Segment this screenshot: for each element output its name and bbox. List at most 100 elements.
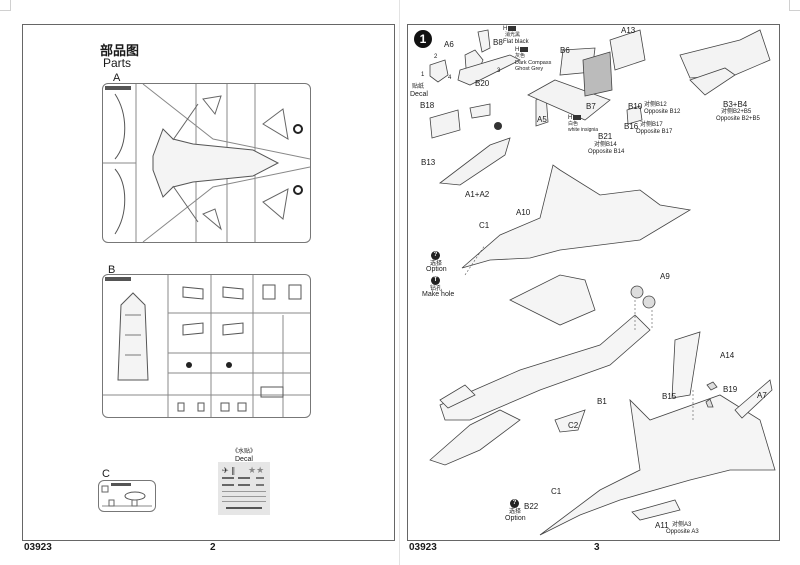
page-corner-mark [0, 0, 11, 11]
wheel [494, 122, 502, 130]
part-label-a11: A11 [655, 521, 669, 530]
sprue-b-drawing [103, 275, 310, 417]
paint-swatch [508, 26, 517, 31]
paint-flat-black: H [503, 26, 517, 33]
part-label-a13: A13 [621, 26, 636, 35]
part-label-b20: B20 [475, 79, 490, 88]
page-number: 3 [594, 542, 600, 553]
part-label-a7: A7 [757, 391, 767, 400]
console-b7 [582, 51, 613, 97]
part-label-c1-top: C1 [479, 221, 490, 230]
part-label-a5: A5 [537, 115, 547, 124]
part-label-a1a2: A1+A2 [465, 190, 490, 199]
substep-1: 1 [421, 72, 425, 78]
b21-opposite-cn: 对侧B14 [594, 142, 617, 148]
part-label-b7: B7 [586, 102, 596, 111]
b10-opposite-cn: 对侧B12 [644, 102, 667, 108]
make-hole-label-cn: 钻孔 [430, 286, 443, 292]
canopy-c2 [554, 409, 586, 433]
substep-3: 3 [497, 68, 501, 74]
sprue-b [102, 274, 311, 418]
part-label-c1-bottom: C1 [551, 487, 562, 496]
part-label-a10: A10 [516, 208, 531, 217]
paint-code: H [515, 47, 520, 54]
sprue-c-label: C [102, 468, 110, 480]
b16-opposite-en: Opposite B17 [636, 129, 673, 135]
paint-code: H [503, 26, 508, 33]
svg-text:★★: ★★ [248, 466, 264, 476]
paint-flat-black-cn: 消光黑 [505, 32, 521, 38]
paint-grey-cn: 灰色 [515, 53, 526, 59]
product-code: 03923 [24, 542, 52, 553]
sprue-a-drawing [103, 83, 311, 243]
parts-page: 部品图 Parts A B [0, 0, 400, 565]
paint-swatch [520, 47, 529, 52]
ventral-fin-a11 [631, 499, 681, 521]
option-icon: ? [431, 251, 440, 260]
option-icon: ? [510, 499, 519, 508]
parts-title-cn: 部品图 [100, 43, 140, 58]
upper-fuselage-a10 [461, 164, 692, 269]
exhaust-nozzle-a9 [630, 285, 644, 299]
b3b4-opposite-cn: 对侧B2+B5 [721, 109, 752, 115]
decal-label-en: Decal [235, 456, 253, 463]
part-label-b16: B16 [624, 122, 639, 131]
product-code: 03923 [409, 542, 437, 553]
part-label-c2: C2 [568, 421, 579, 430]
paint-swatch [573, 115, 582, 120]
lower-fuselage-b1 [439, 314, 651, 421]
part-label-a14: A14 [720, 351, 735, 360]
decal-label-cn: 《水贴》 [232, 449, 257, 455]
seat-sub-part-1 [429, 59, 449, 83]
option-label-cn: 选择 [509, 509, 522, 515]
part-label-b1: B1 [597, 397, 607, 406]
sprue-a [102, 83, 311, 243]
sprue-c [98, 480, 156, 512]
part-label-b15: B15 [662, 392, 677, 401]
paint-flat-black-en: Flat black [503, 39, 529, 45]
decal-callout-cn: 贴纸 [412, 84, 425, 90]
b10-opposite-en: Opposite B12 [644, 109, 681, 115]
nose-section [429, 409, 521, 466]
part-label-a9: A9 [660, 272, 670, 281]
paint-white-insignia: H [568, 115, 582, 122]
part-label-b8: B8 [493, 38, 503, 47]
page-corner-mark [789, 0, 800, 11]
completed-fuselage [539, 394, 776, 536]
part-label-b21: B21 [598, 132, 613, 141]
paint-dark-compass-ghost-grey: H [515, 47, 529, 54]
part-label-b13: B13 [421, 158, 436, 167]
part-label-b6: B6 [560, 46, 570, 55]
exhaust-nozzle-a9 [642, 295, 656, 309]
decal-callout-en: Decal [410, 91, 428, 98]
sprue-b-label: B [108, 264, 116, 276]
paint-code: H [568, 115, 573, 122]
step-number: 1 [414, 30, 432, 48]
a11-opposite-en: Opposite A3 [666, 529, 699, 535]
sprue-c-drawing [101, 483, 152, 507]
substep-4: 4 [448, 75, 452, 81]
seat-tub-b20 [457, 54, 521, 86]
part-b13 [429, 109, 461, 139]
part-label-a6: A6 [444, 40, 454, 49]
make-hole-label-en: Make hole [422, 291, 455, 298]
b16-opposite-cn: 对侧B17 [640, 122, 663, 128]
option-label-en: Option [505, 515, 526, 522]
sprue-a-label: A [113, 72, 121, 84]
b3b4-opposite-en: Opposite B2+B5 [716, 116, 760, 122]
svg-text:✈ ‖: ✈ ‖ [222, 466, 235, 475]
part-label-b3b4: B3+B4 [723, 100, 748, 109]
option-label-cn: 选择 [430, 261, 443, 267]
paint-grey-en: Dark Compass Ghost Grey [515, 60, 552, 73]
intake-b3b4 [679, 29, 771, 79]
substep-2: 2 [434, 54, 438, 60]
decal-sheet-drawing: ✈ ‖ ★★ [222, 466, 266, 509]
part-label-b10: B10 [628, 102, 643, 111]
a11-opposite-cn: 对侧A3 [672, 522, 692, 528]
decal-sheet: ✈ ‖ ★★ [218, 462, 270, 515]
part-label-b19: B19 [723, 385, 738, 394]
vertical-stab-a14 [671, 331, 701, 399]
bulkhead-a13 [609, 29, 646, 71]
b21-opposite-en: Opposite B14 [588, 149, 625, 155]
